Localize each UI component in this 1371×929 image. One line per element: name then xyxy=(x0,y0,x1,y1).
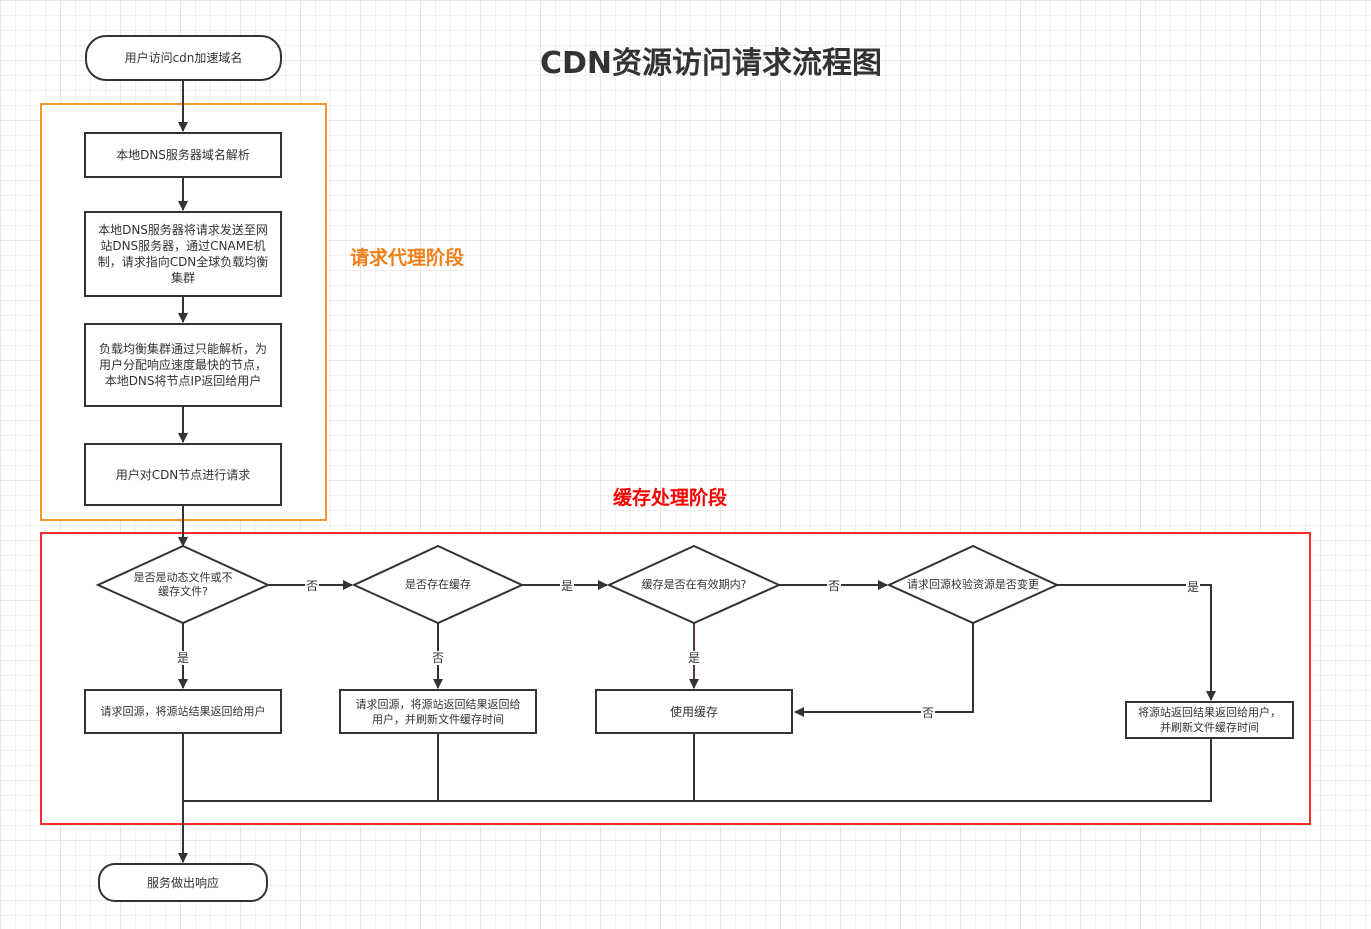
origin-return-node[interactable] xyxy=(84,689,282,734)
cache-stage-label: 缓存处理阶段 xyxy=(613,487,728,509)
edge-label-cached-yes: 是 xyxy=(559,579,575,593)
return-refresh-node[interactable] xyxy=(1125,701,1294,739)
diagram-title: CDN资源访问请求流程图 xyxy=(540,46,883,81)
edge-label-changed-no: 否 xyxy=(920,706,936,720)
edge-changed-yes xyxy=(1057,584,1216,701)
edge-label-changed-yes: 是 xyxy=(1185,580,1201,594)
edge-label-dynamic-no: 否 xyxy=(304,579,320,593)
request-node[interactable] xyxy=(84,443,282,506)
end-node[interactable] xyxy=(98,863,268,902)
edge-label-dynamic-yes: 是 xyxy=(175,651,191,665)
use-cache-node[interactable] xyxy=(595,689,793,734)
local-dns-node[interactable] xyxy=(84,132,282,178)
start-node[interactable] xyxy=(85,35,282,81)
decision-dynamic-node[interactable] xyxy=(95,544,271,625)
cname-node[interactable] xyxy=(84,211,282,297)
edge-merge-line xyxy=(183,738,1212,802)
decision-changed-node[interactable] xyxy=(886,544,1060,625)
gslb-node[interactable] xyxy=(84,323,282,407)
origin-refresh-node[interactable] xyxy=(339,689,537,734)
edge-changed-no xyxy=(794,623,974,717)
edge-label-cached-no: 否 xyxy=(430,651,446,665)
proxy-stage-label: 请求代理阶段 xyxy=(350,247,465,269)
decision-cached-node[interactable] xyxy=(351,544,525,625)
edge-label-valid-yes: 是 xyxy=(686,651,702,665)
decision-valid-node[interactable] xyxy=(606,544,782,625)
edge-label-valid-no: 否 xyxy=(826,579,842,593)
